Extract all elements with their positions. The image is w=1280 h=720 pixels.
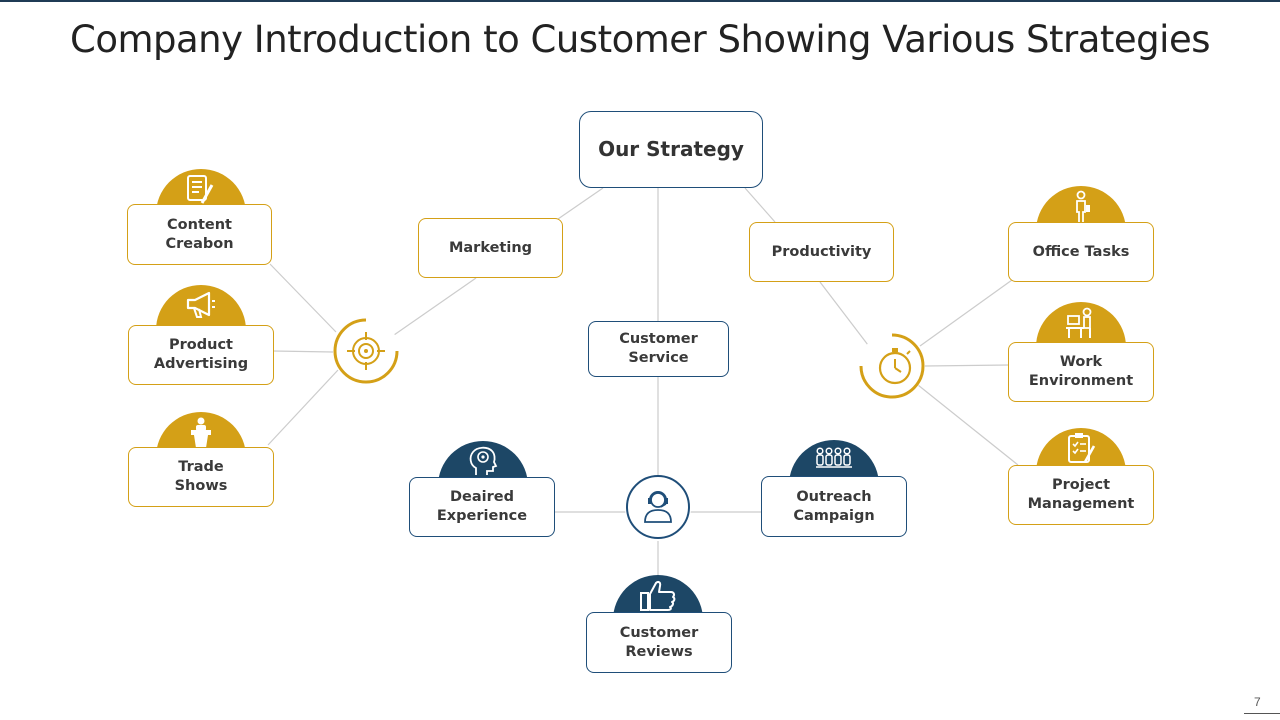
project-box: Project Management <box>1008 465 1154 525</box>
stopwatch-icon <box>859 333 925 399</box>
customer-service-hub <box>625 475 691 541</box>
advertising-box: Product Advertising <box>128 325 274 385</box>
connector-project <box>917 384 1019 466</box>
reviews-box: Customer Reviews <box>586 612 732 673</box>
customer-service-box: Customer Service <box>588 321 729 377</box>
marketing-hub <box>333 318 399 384</box>
person-at-desk-icon <box>1066 307 1092 338</box>
work-box: Work Environment <box>1008 342 1154 402</box>
head-brain-icon <box>469 446 498 475</box>
top-border-line <box>0 0 1280 2</box>
connector-work <box>924 364 1010 367</box>
connector-office <box>919 279 1013 347</box>
clipboard-checklist-icon <box>1068 433 1096 463</box>
person-standing-icon <box>1076 190 1090 224</box>
productivity-box: Productivity <box>749 222 894 282</box>
group-people-icon <box>816 447 852 468</box>
connector-trade <box>267 369 339 446</box>
connector-productivity-hub <box>819 281 869 346</box>
connector-advertising <box>272 350 334 353</box>
podium-speaker-icon <box>191 417 211 448</box>
productivity-hub <box>859 333 925 399</box>
strategy-box: Our Strategy <box>579 111 763 188</box>
document-pen-icon <box>187 175 214 204</box>
content-box: Content Creabon <box>127 204 272 265</box>
slide-title: Company Introduction to Customer Showing… <box>70 18 1211 61</box>
office-box: Office Tasks <box>1008 222 1154 282</box>
connector-content <box>269 263 337 333</box>
target-icon <box>333 318 399 384</box>
trade-box: Trade Shows <box>128 447 274 507</box>
outreach-box: Outreach Campaign <box>761 476 907 537</box>
connector-strategy-productivity <box>744 187 776 223</box>
connector-marketing-hub <box>393 277 477 336</box>
thumbs-up-icon <box>640 581 676 611</box>
connector-strategy-marketing <box>557 187 604 220</box>
headset-agent-icon <box>626 475 690 539</box>
marketing-box: Marketing <box>418 218 563 278</box>
experience-box: Deaired Experience <box>409 477 555 537</box>
megaphone-icon <box>186 291 215 318</box>
page-number-underline <box>1244 713 1280 714</box>
page-number: 7 <box>1254 695 1261 709</box>
